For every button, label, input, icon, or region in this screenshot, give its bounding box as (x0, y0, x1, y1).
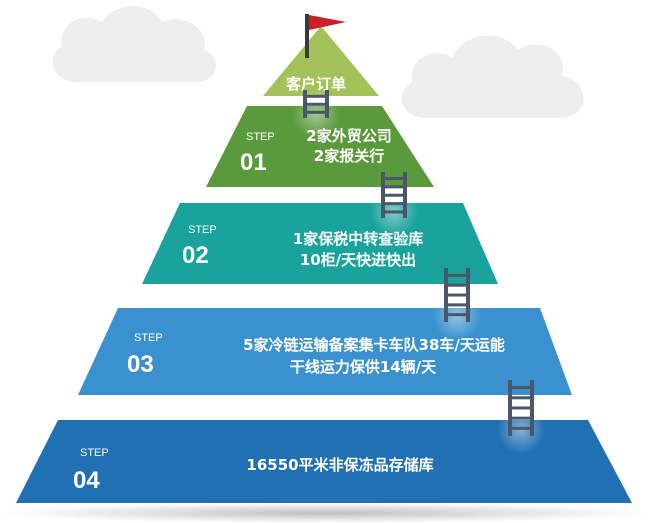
tier-4-step-label: STEP (80, 447, 109, 459)
tier-1-line-2: 2家报关行 (314, 147, 384, 165)
cloud-icon (401, 35, 584, 118)
top-label: 客户订单 (285, 75, 346, 93)
ladder-icon (292, 90, 340, 138)
tier-3-line-2: 干线运力保供14辆/天 (290, 358, 437, 376)
top-triangle (263, 26, 379, 96)
tier-3-step-label: STEP (134, 332, 163, 344)
tier-3-line-1: 5家冷链运输备案集卡车队38车/天运能 (243, 336, 505, 354)
ladder-icon (433, 268, 481, 340)
tier-3-step-number: 03 (127, 351, 154, 378)
tier-1-step-number: 01 (240, 149, 267, 176)
tier-4: STEP 04 16550平米非保冻品存储库 (16, 420, 632, 503)
tier-3: STEP 03 5家冷链运输备案集卡车队38车/天运能 干线运力保供14辆/天 (78, 308, 572, 395)
tier-4-line-1: 16550平米非保冻品存储库 (246, 456, 433, 474)
tier-1: STEP 01 2家外贸公司 2家报关行 (206, 106, 434, 187)
tier-4-step-number: 04 (73, 467, 100, 494)
cloud-icon (52, 6, 216, 83)
tier-2-step-label: STEP (188, 224, 217, 236)
floor-shadow (0, 503, 650, 523)
flag-icon (305, 14, 346, 58)
ladder-icon (497, 380, 545, 454)
tier-1-step-label: STEP (246, 131, 275, 143)
ladder-icon (370, 172, 418, 236)
tier-2-step-number: 02 (182, 242, 209, 269)
tier-2-line-2: 10柜/天快进快出 (300, 251, 416, 269)
